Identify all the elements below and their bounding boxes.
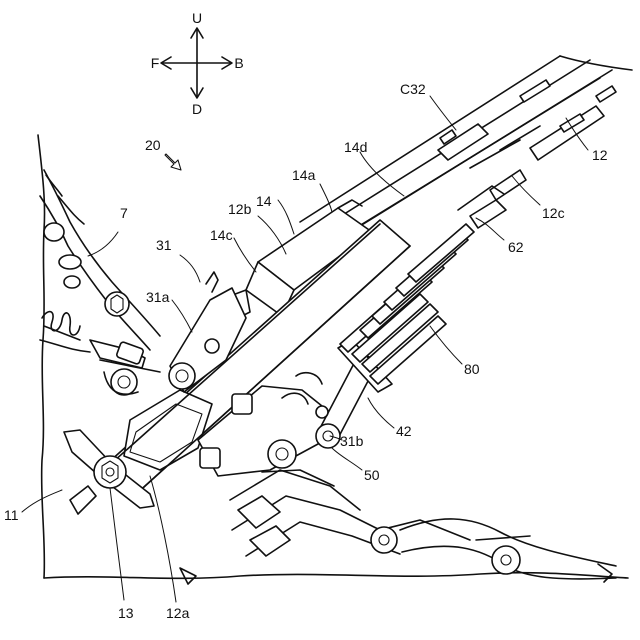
label-42: 42	[396, 423, 412, 439]
compass-arrows-icon	[161, 28, 232, 98]
compass-front-label: F	[151, 55, 160, 71]
label-14: 14	[256, 193, 272, 209]
label-12a: 12a	[166, 605, 190, 621]
label-80: 80	[464, 361, 480, 377]
label-62: 62	[508, 239, 524, 255]
part-7-linkage	[40, 170, 160, 350]
label-14c: 14c	[210, 227, 233, 243]
frame-outline	[38, 56, 632, 578]
label-11: 11	[4, 507, 19, 523]
label-31a: 31a	[146, 289, 170, 305]
label-31b: 31b	[340, 433, 364, 449]
label-50: 50	[364, 467, 380, 483]
label-12b: 12b	[228, 201, 252, 217]
left-coil-spring	[40, 312, 90, 352]
label-C32: C32	[400, 81, 426, 97]
label-13: 13	[118, 605, 134, 621]
label-12c: 12c	[542, 205, 565, 221]
label-14d: 14d	[344, 139, 367, 155]
label-7: 7	[120, 205, 128, 221]
label-31: 31	[156, 237, 172, 253]
bottom-linkage	[180, 470, 616, 584]
compass-back-label: B	[234, 55, 243, 71]
compass-down-label: D	[192, 101, 202, 117]
compass-up-label: U	[192, 10, 202, 26]
label-14a: 14a	[292, 167, 316, 183]
label-12: 12	[592, 147, 608, 163]
label-20: 20	[145, 137, 161, 153]
view-direction-arrow-icon	[165, 154, 181, 170]
